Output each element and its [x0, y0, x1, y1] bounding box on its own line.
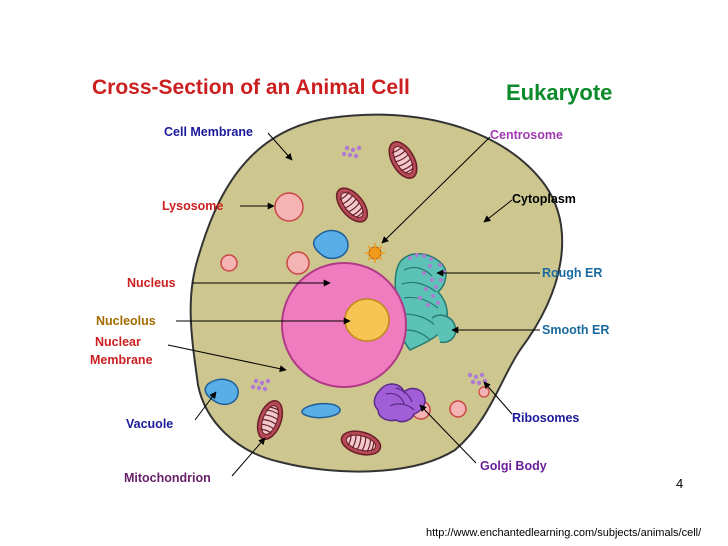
label-lysosome: Lysosome	[162, 199, 223, 213]
endoplasmic-reticulum	[394, 253, 457, 351]
ribosome-dots	[250, 145, 488, 392]
label-vacuole: Vacuole	[126, 417, 173, 431]
label-rough-er: Rough ER	[542, 266, 602, 280]
vacuole-organelle	[204, 229, 349, 419]
centrosome-organelle	[365, 243, 385, 263]
page-number: 4	[676, 476, 684, 491]
label-cell-membrane: Cell Membrane	[164, 125, 253, 139]
label-smooth-er: Smooth ER	[542, 323, 609, 337]
golgi-organelle	[373, 383, 426, 423]
label-golgi-body: Golgi Body	[480, 459, 547, 473]
label-nuclear-membrane-line1: Nuclear	[95, 335, 141, 349]
nucleolus-organelle	[344, 298, 390, 342]
label-nucleus: Nucleus	[127, 276, 176, 290]
diagram-subtitle: Eukaryote	[506, 80, 613, 105]
label-ribosomes: Ribosomes	[512, 411, 579, 425]
leader-arrows	[167, 132, 540, 477]
diagram-title: Cross-Section of an Animal Cell	[92, 76, 410, 99]
nucleus-organelle	[281, 262, 407, 388]
source-url: http://www.enchantedlearning.com/subject…	[426, 527, 702, 539]
rough-er-ribosomes	[408, 253, 446, 307]
label-nuclear-membrane-line2: Membrane	[90, 353, 153, 367]
label-cytoplasm: Cytoplasm	[512, 192, 576, 206]
label-mitochondrion: Mitochondrion	[124, 471, 211, 485]
label-nucleolus: Nucleolus	[96, 314, 156, 328]
label-centrosome: Centrosome	[490, 128, 563, 142]
